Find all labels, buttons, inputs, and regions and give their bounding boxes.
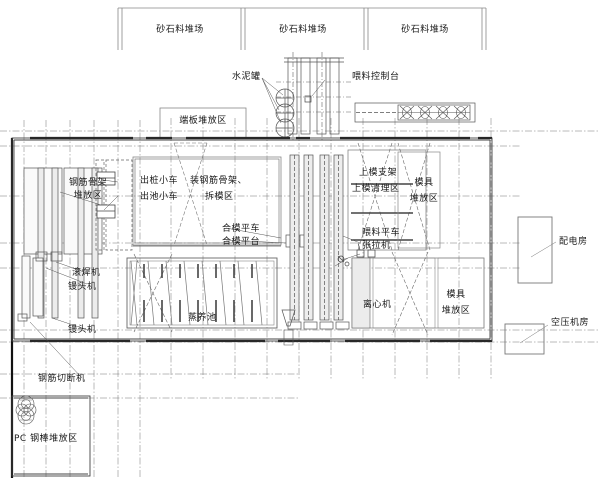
- stockyard-label-3: 砂石料堆场: [401, 25, 449, 35]
- centrifuge-area: [351, 242, 485, 336]
- cage-install-demold-label-line2: 拆模区: [205, 192, 234, 202]
- grid-axes: [0, 118, 600, 478]
- leader-lines: [29, 79, 361, 379]
- mold-storage-top-label-line2: 堆放区: [409, 194, 439, 204]
- stockyard-label-1: 砂石料堆场: [156, 25, 204, 35]
- batching-plant-towers: [276, 52, 352, 140]
- power-distribution-room-outline: [517, 216, 557, 284]
- air-compressor-room-outline: [504, 323, 549, 355]
- rebar-processing-lines: [17, 167, 103, 322]
- seam-welder-label: 滚焊机: [72, 268, 101, 278]
- mold-storage-bottom-label-line1: 模具: [446, 290, 466, 300]
- stockyard-label-2: 砂石料堆场: [279, 25, 327, 35]
- cement-silos: [261, 77, 295, 138]
- rebar-cage-storage-label-line2: 堆放区: [73, 191, 103, 201]
- mold-storage-top-label-line1: 模具: [414, 178, 434, 188]
- stockyard-outlines: [117, 7, 487, 50]
- heading-machine-label-2: 镘头机: [68, 325, 97, 335]
- cement-silo-label: 水泥罐: [232, 72, 261, 82]
- pool-out-cart-label: 出池小车: [140, 192, 179, 202]
- cage-install-demold-label-line1: 装钢筋骨架、: [190, 176, 248, 186]
- upper-mold-area: [347, 142, 441, 251]
- transfer-carts: [96, 171, 116, 219]
- centrifuge-label: 离心机: [363, 300, 392, 310]
- mold-closing-platform-label: 合模平台: [222, 237, 261, 247]
- end-plate-storage-label: 端板堆放区: [179, 116, 227, 126]
- pc-steel-bar-storage-label: PC 钢棒堆放区: [14, 434, 78, 444]
- steam-curing-pool: [126, 253, 296, 346]
- tensioning-machine-label: 张拉机: [362, 241, 391, 251]
- mold-storage-bottom-label-line2: 堆放区: [441, 306, 471, 316]
- upper-mold-bracket-label: 上模支架: [359, 168, 398, 178]
- power-distribution-room-label: 配电房: [559, 237, 588, 247]
- pc-bar-yard-outline: [11, 395, 91, 477]
- pile-out-cart-label: 出桩小车: [140, 176, 179, 186]
- mixer-unit: [354, 102, 476, 123]
- rebar-cutter-label: 钢筋切断机: [38, 374, 86, 384]
- heading-machine-label-1: 镘头机: [68, 282, 97, 292]
- feeding-flat-car-label: 喂料平车: [362, 228, 401, 238]
- upper-mold-cleaning-area-label: 上模清理区: [352, 184, 400, 194]
- feed-control-console-label: 喂料控制台: [352, 72, 400, 82]
- steam-curing-pool-label: 蒸养池: [188, 313, 217, 323]
- air-compressor-room-label: 空压机房: [551, 318, 590, 328]
- casting-line-rails: [287, 154, 350, 330]
- rebar-coils: [15, 395, 37, 425]
- mold-closing-cart-label: 合模平车: [222, 224, 261, 234]
- cage-assembly-demold-area: [132, 142, 282, 246]
- rebar-cage-storage-label-line1: 钢筋骨架: [68, 178, 107, 188]
- main-building-envelope: [10, 136, 493, 478]
